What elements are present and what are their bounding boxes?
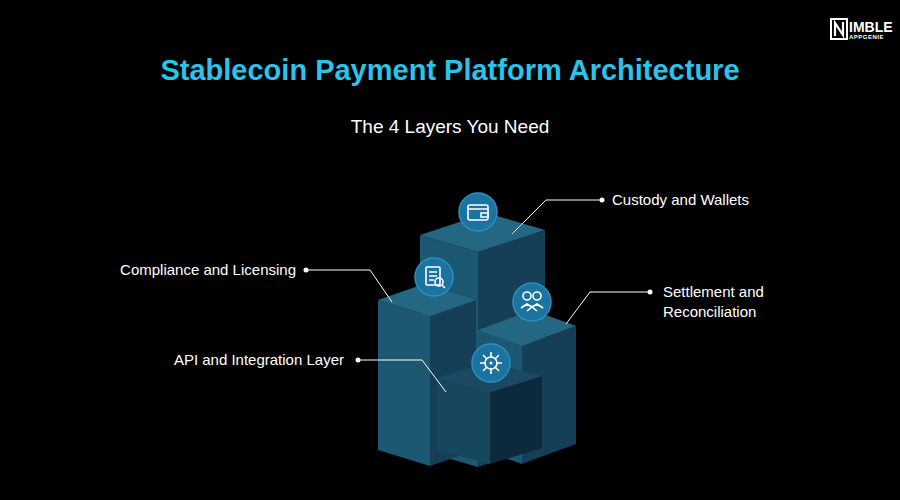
leader-dot — [304, 268, 309, 273]
leader-line — [306, 270, 392, 302]
leader-dot — [648, 290, 653, 295]
callout-label: Compliance and Licensing — [120, 261, 296, 278]
logo-text: IMBLE — [849, 19, 893, 35]
leader-dot — [600, 198, 605, 203]
subtitle: The 4 Layers You Need — [0, 116, 900, 138]
leader-line — [512, 200, 602, 234]
layer-icon — [513, 283, 551, 321]
layer-icon — [415, 258, 453, 296]
layer-icon — [472, 344, 510, 382]
block-stack — [378, 213, 576, 467]
callout-label: Settlement and Reconciliation — [663, 282, 803, 322]
title-underline — [165, 99, 735, 101]
title: Stablecoin Payment Platform Architecture — [0, 54, 900, 87]
logo-mark — [831, 19, 847, 39]
leader-line — [566, 292, 650, 324]
callout-label: API and Integration Layer — [174, 351, 344, 368]
layer-icons — [415, 193, 551, 382]
leader-line — [358, 360, 446, 392]
callout-label: Custody and Wallets — [612, 191, 749, 208]
layer-icon — [459, 193, 497, 231]
block-left-face — [378, 300, 430, 466]
logo-subtext: APPGENIE — [849, 34, 884, 40]
leader-dot — [356, 358, 361, 363]
